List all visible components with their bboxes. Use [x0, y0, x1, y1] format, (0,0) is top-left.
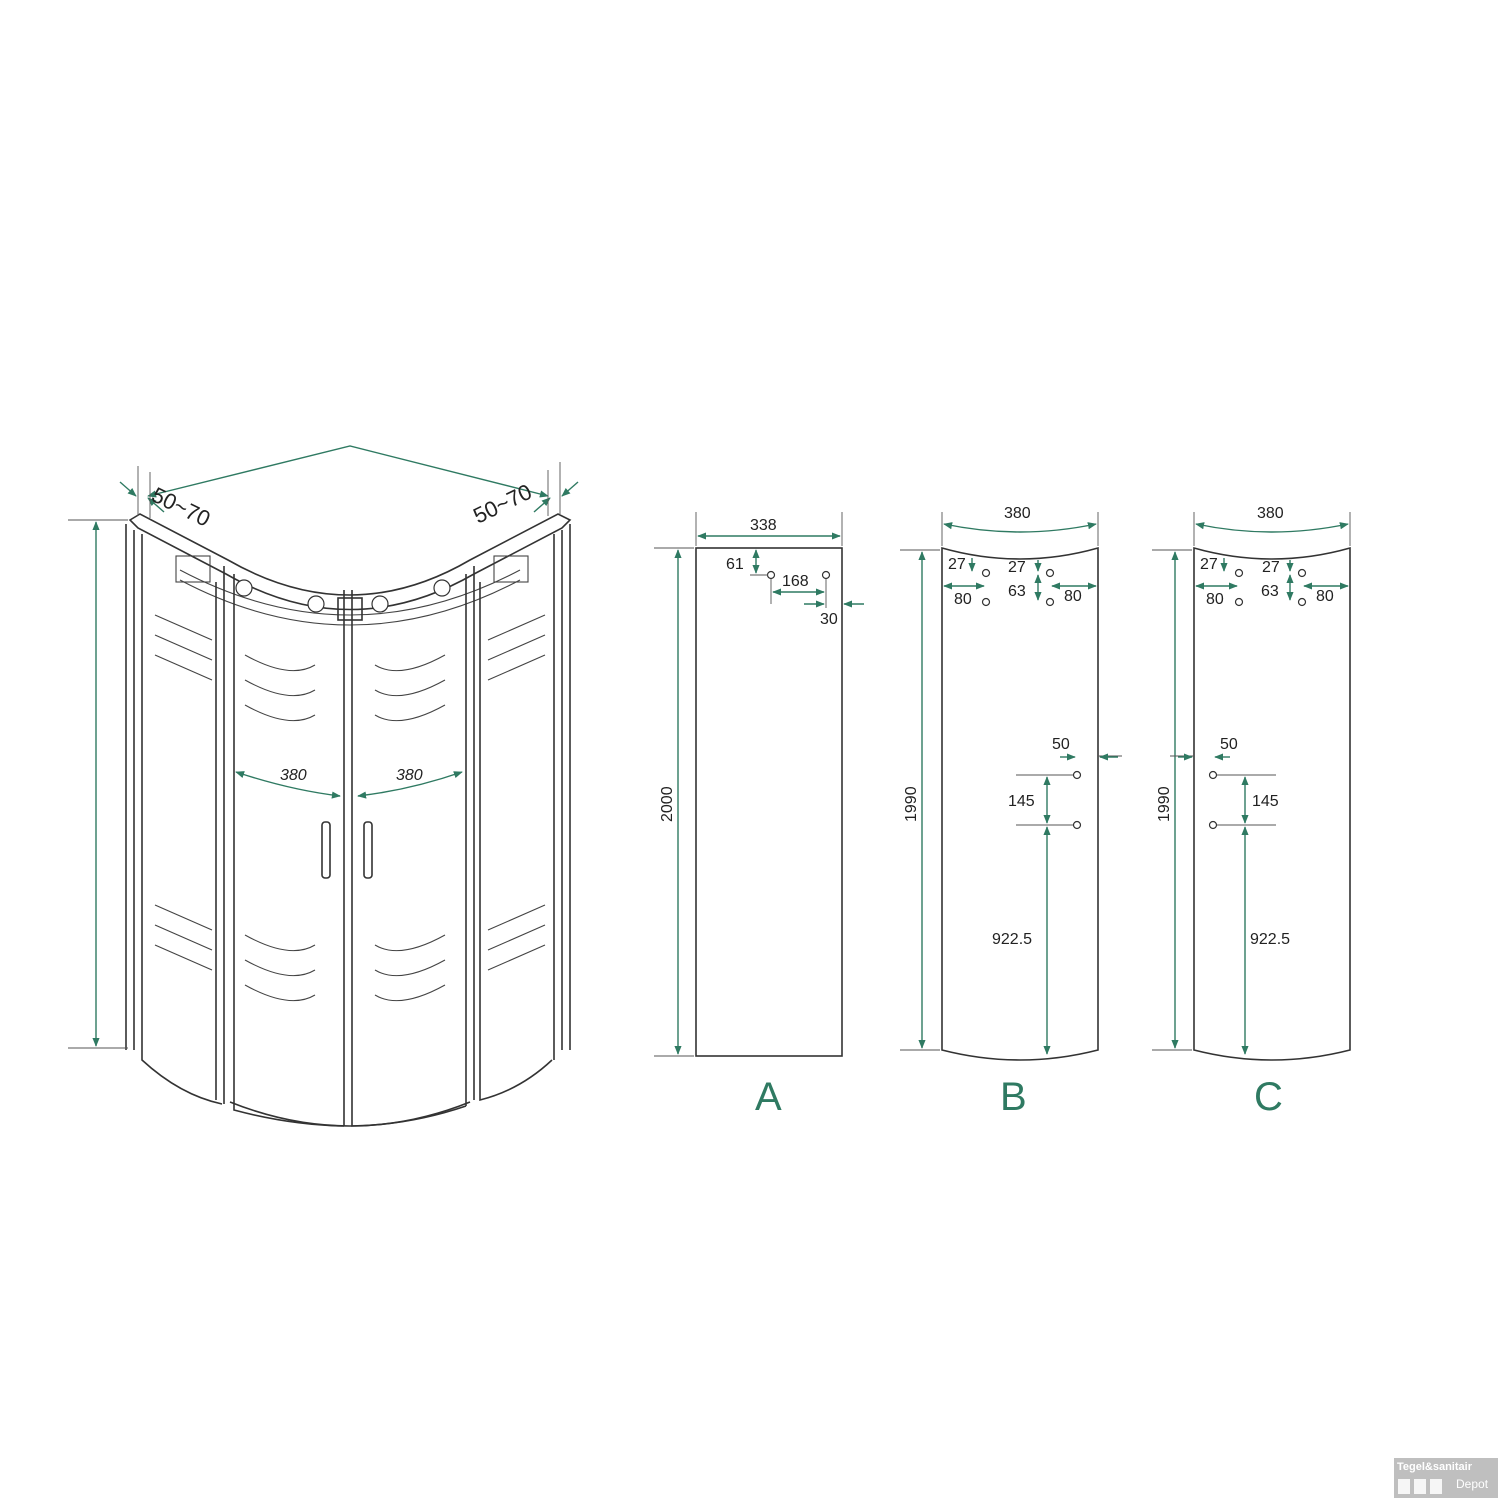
- right-fixed-panel: [479, 524, 571, 1102]
- panel-c-right-inset-label: 80: [1316, 588, 1334, 605]
- left-depth-dimension: [119, 481, 137, 497]
- left-door-handle: [321, 821, 331, 879]
- panel-b-right-spacing-label: 63: [1008, 583, 1026, 600]
- roller-wheels: [175, 555, 529, 621]
- panel-c-drawing: 380 1990 27 80 27 63 80 50 145 922.5 C: [1152, 505, 1351, 1119]
- panel-b-width-label: 380: [1004, 505, 1031, 522]
- panel-c-lower-height-label: 922.5: [1250, 931, 1290, 948]
- panel-c-outline: [1193, 546, 1351, 1061]
- panel-c-left-inset-label: 80: [1206, 591, 1224, 608]
- panel-a-hole-right: [821, 570, 831, 580]
- right-door-width-dimension: [357, 771, 463, 799]
- panel-a-top-offset-label: 61: [726, 556, 744, 573]
- right-sliding-door: [351, 566, 475, 1127]
- panel-c-lower-hole-top: [1208, 770, 1218, 780]
- brand-logo: Tegel&sanitair Depot: [1394, 1458, 1498, 1498]
- panel-c-right-spacing-label: 63: [1261, 583, 1279, 600]
- panel-a-edge-offset-label: 30: [820, 611, 838, 628]
- panel-b-lower-height-label: 922.5: [992, 931, 1032, 948]
- panel-c-lower-edge-label: 50: [1220, 736, 1238, 753]
- panel-b-right-inset-label: 80: [1064, 588, 1082, 605]
- panel-c-top-left-label: 27: [1200, 556, 1218, 573]
- panel-b-top-right-label: 27: [1008, 559, 1026, 576]
- panel-b-lower-hole-bottom: [1072, 820, 1082, 830]
- panel-c-top-right-label: 27: [1262, 559, 1280, 576]
- panel-b-outline: [941, 546, 1099, 1061]
- panel-b-lower-hole-top: [1072, 770, 1082, 780]
- enclosure-top-outline: [128, 513, 572, 611]
- left-sliding-door: [223, 566, 345, 1127]
- tile-icon: [1430, 1479, 1442, 1494]
- panel-b-left-inset-label: 80: [954, 591, 972, 608]
- panel-a-width-label: 338: [750, 517, 777, 534]
- panel-b-lower-spacing-label: 145: [1008, 793, 1035, 810]
- left-door-width-label: 380: [280, 767, 307, 784]
- right-depth-dimension: [561, 481, 579, 497]
- panel-a-hole-spacing-label: 168: [782, 573, 809, 590]
- panel-c-lower-hole-bottom: [1208, 820, 1218, 830]
- panel-c-letter: C: [1254, 1075, 1283, 1119]
- brand-logo-line1: Tegel&sanitair: [1397, 1461, 1472, 1473]
- shower-tray-curve: [229, 1101, 471, 1127]
- tile-icon: [1414, 1479, 1426, 1494]
- left-door-width-dimension: [235, 771, 341, 799]
- panel-c-lower-spacing-label: 145: [1252, 793, 1279, 810]
- panel-a-drawing: 338 2000 61 168 30 A: [654, 512, 864, 1119]
- panel-a-height-label: 2000: [659, 786, 676, 822]
- panel-a-hole-left: [766, 570, 776, 580]
- panel-a-outline: [695, 547, 843, 1057]
- panel-c-width-dimension: [1195, 522, 1349, 533]
- panel-b-width-dimension: [943, 522, 1097, 533]
- brand-logo-line2: Depot: [1456, 1477, 1489, 1491]
- panel-c-width-label: 380: [1257, 505, 1284, 522]
- right-depth-label: 50~70: [469, 479, 536, 529]
- panel-b-letter: B: [1000, 1075, 1027, 1119]
- droplet-icon: [1398, 1479, 1410, 1494]
- panel-c-height-label: 1990: [1156, 786, 1173, 822]
- top-width-dimension: [147, 445, 549, 498]
- panel-b-height-label: 1990: [903, 786, 920, 822]
- glass-reflections: [154, 614, 546, 1002]
- right-door-width-label: 380: [396, 767, 423, 784]
- panel-a-letter: A: [755, 1075, 782, 1119]
- panel-b-lower-edge-label: 50: [1052, 736, 1070, 753]
- enclosure-overview: 50~70 50~70 380 380: [68, 445, 579, 1127]
- panel-b-top-left-label: 27: [948, 556, 966, 573]
- left-fixed-panel: [125, 524, 223, 1105]
- right-door-handle: [363, 821, 373, 879]
- panel-b-drawing: 380 1990 27 80 27 63 80 50 145 922.5 B: [900, 505, 1122, 1119]
